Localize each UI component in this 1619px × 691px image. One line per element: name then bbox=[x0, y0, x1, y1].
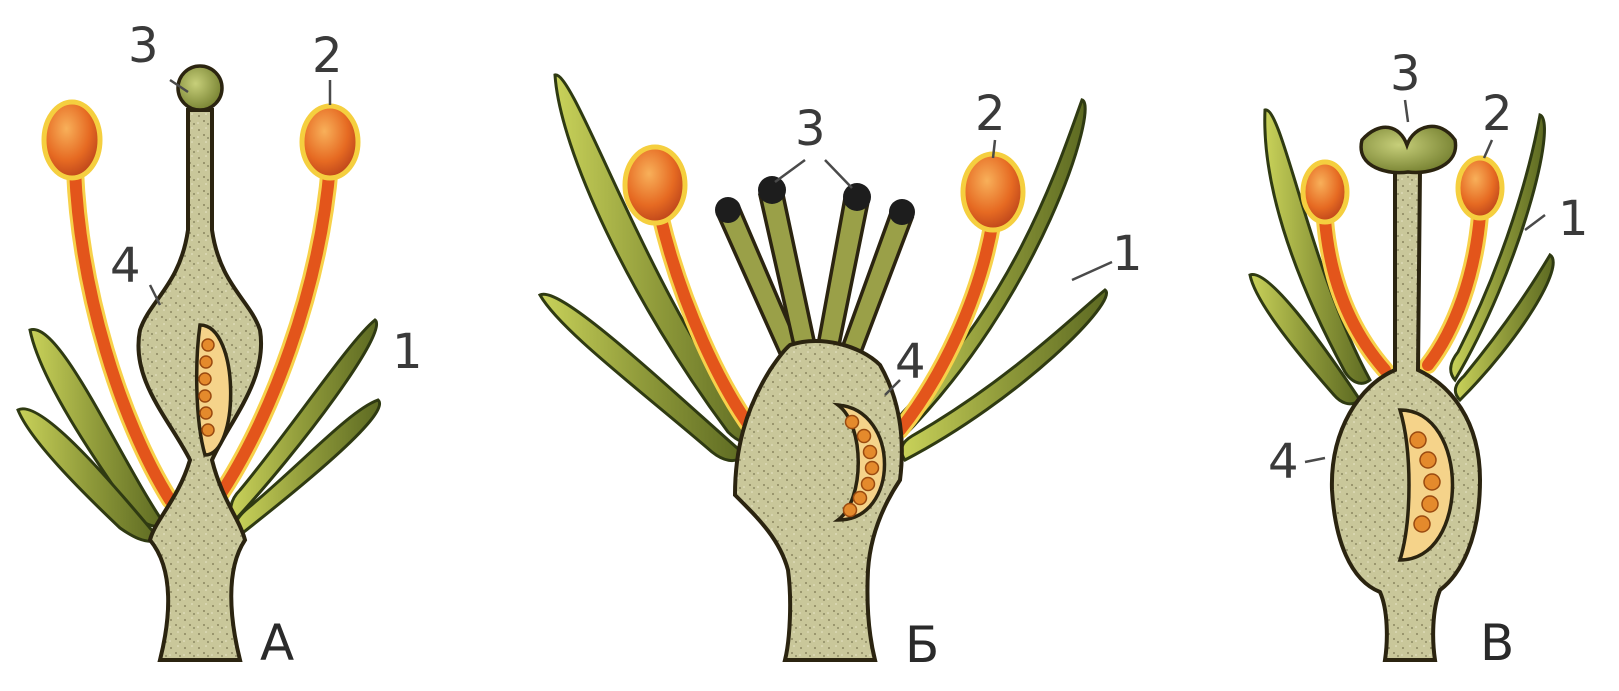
stigma-v bbox=[1361, 126, 1455, 172]
label-b-stamen: 2 bbox=[975, 86, 1006, 142]
panel-a: 3 2 4 1 А bbox=[18, 18, 423, 672]
label-a-ovary: 4 bbox=[110, 238, 141, 294]
panel-v: 3 2 1 4 В bbox=[1250, 46, 1589, 672]
label-b-sepal: 1 bbox=[1112, 226, 1143, 282]
panel-b: 3 2 1 4 Б bbox=[540, 75, 1143, 674]
stigma-a bbox=[178, 66, 222, 110]
label-a-sepal: 1 bbox=[392, 324, 423, 380]
stigma-b-2 bbox=[758, 176, 786, 204]
stigma-b-3 bbox=[843, 183, 871, 211]
panel-letter-v: В bbox=[1480, 614, 1514, 672]
label-v-ovary: 4 bbox=[1268, 434, 1299, 490]
panel-letter-b: Б bbox=[905, 616, 939, 674]
label-v-sepal: 1 bbox=[1558, 191, 1589, 247]
label-a-stigma: 3 bbox=[128, 18, 159, 74]
label-v-stigma: 3 bbox=[1390, 46, 1421, 102]
label-b-ovary: 4 bbox=[895, 334, 926, 390]
panel-letter-a: А bbox=[260, 614, 294, 672]
label-v-stamen: 2 bbox=[1482, 86, 1513, 142]
stigma-b-4 bbox=[889, 199, 915, 225]
stigma-b-1 bbox=[715, 197, 741, 223]
pistil-a bbox=[138, 66, 261, 660]
label-b-stigma: 3 bbox=[795, 101, 826, 157]
label-a-stamen: 2 bbox=[312, 28, 343, 84]
